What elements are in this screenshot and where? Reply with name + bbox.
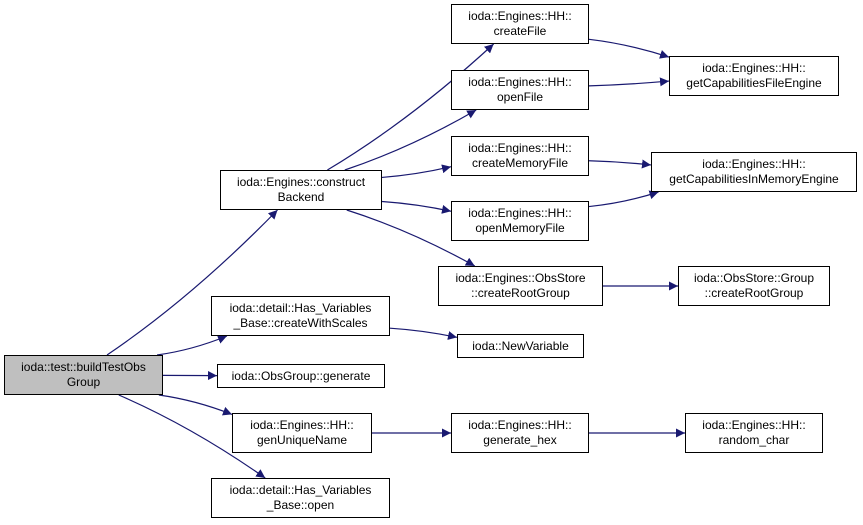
node-label-line: ioda::Engines::HH:: — [702, 61, 806, 75]
edge-build_test_obs_group-to-gen_unique_name — [158, 394, 233, 416]
node-label-line: Group — [66, 375, 101, 389]
node-random-char[interactable]: ioda::Engines::HH:: random_char — [685, 413, 823, 453]
node-label-line: createMemoryFile — [471, 156, 569, 170]
node-build-test-obs-group: ioda::test::buildTestObs Group — [4, 355, 163, 395]
node-label-line: ioda::ObsGroup::generate — [231, 368, 371, 383]
node-label-line: ioda::Engines::HH:: — [468, 9, 572, 23]
edge-construct_backend-to-open_file — [344, 109, 477, 171]
node-label-line: ::createRootGroup — [471, 286, 570, 300]
edge-construct_backend-to-open_memory_file — [381, 200, 452, 214]
node-has-variables-open[interactable]: ioda::detail::Has_Variables _Base::open — [211, 478, 390, 518]
node-construct-backend[interactable]: ioda::Engines::construct Backend — [220, 170, 382, 210]
node-label-line: createFile — [493, 24, 547, 38]
node-new-variable[interactable]: ioda::NewVariable — [457, 334, 584, 358]
node-label-line: genUniqueName — [256, 433, 348, 447]
edge-construct_backend-to-obsstore_create_root_group — [346, 209, 476, 267]
node-label-line: ioda::Engines::HH:: — [468, 141, 572, 155]
node-create-memory-file[interactable]: ioda::Engines::HH:: createMemoryFile — [451, 136, 589, 176]
edge-create_file-to-get_capabilities_file_engine — [588, 38, 670, 59]
node-create-with-scales[interactable]: ioda::detail::Has_Variables _Base::creat… — [211, 296, 390, 336]
node-label-line: _Base::open — [266, 498, 335, 512]
node-label-line: ioda::Engines::HH:: — [468, 75, 572, 89]
edge-open_memory_file-to-get_capabilities_in_memory_engine — [588, 190, 659, 208]
node-label-line: ioda::detail::Has_Variables — [229, 301, 372, 315]
node-label-line: ioda::NewVariable — [472, 338, 569, 353]
node-label-line: generate_hex — [483, 433, 557, 447]
node-open-memory-file[interactable]: ioda::Engines::HH:: openMemoryFile — [451, 201, 589, 241]
node-create-file[interactable]: ioda::Engines::HH:: createFile — [451, 4, 589, 44]
node-label-line: getCapabilitiesInMemoryEngine — [669, 172, 839, 186]
node-label-line: openMemoryFile — [475, 221, 565, 235]
edge-build_test_obs_group-to-construct_backend — [106, 209, 278, 356]
edge-create_with_scales-to-new_variable — [389, 327, 458, 340]
node-label-line: ioda::ObsStore::Group — [693, 271, 815, 285]
edge-build_test_obs_group-to-create_with_scales — [156, 335, 228, 356]
node-get-capabilities-in-memory-engine[interactable]: ioda::Engines::HH:: getCapabilitiesInMem… — [651, 152, 857, 192]
node-generate-hex[interactable]: ioda::Engines::HH:: generate_hex — [451, 413, 589, 453]
node-label-line: ioda::Engines::construct — [236, 175, 366, 189]
node-label-line: ioda::detail::Has_Variables — [229, 483, 372, 497]
edge-construct_backend-to-create_memory_file — [381, 164, 452, 179]
node-label-line: ioda::Engines::ObsStore — [455, 271, 586, 285]
node-obsstore-create-root-group[interactable]: ioda::Engines::ObsStore ::createRootGrou… — [438, 266, 603, 306]
edge-open_file-to-get_capabilities_file_engine — [588, 77, 670, 87]
node-label-line: getCapabilitiesFileEngine — [686, 76, 822, 90]
node-label-line: ioda::Engines::HH:: — [250, 418, 354, 432]
edge-construct_backend-to-create_file — [327, 43, 495, 171]
node-label-line: ioda::Engines::HH:: — [468, 206, 572, 220]
node-label-line: ioda::Engines::HH:: — [468, 418, 572, 432]
node-gen-unique-name[interactable]: ioda::Engines::HH:: genUniqueName — [232, 413, 372, 453]
node-label-line: openFile — [496, 90, 544, 104]
edge-build_test_obs_group-to-has_variables_open — [118, 394, 266, 479]
node-label-line: random_char — [718, 433, 790, 447]
node-obsgroup-generate[interactable]: ioda::ObsGroup::generate — [217, 364, 385, 388]
node-label-line: Backend — [277, 190, 325, 204]
node-open-file[interactable]: ioda::Engines::HH:: openFile — [451, 70, 589, 110]
edge-create_memory_file-to-get_capabilities_in_memory_engine — [588, 159, 652, 169]
node-label-line: ioda::test::buildTestObs — [21, 360, 146, 374]
node-group-create-root-group[interactable]: ioda::ObsStore::Group ::createRootGroup — [678, 266, 830, 306]
node-label-line: ioda::Engines::HH:: — [702, 157, 806, 171]
node-label-line: ::createRootGroup — [704, 286, 804, 300]
node-label-line: ioda::Engines::HH:: — [702, 418, 806, 432]
node-get-capabilities-file-engine[interactable]: ioda::Engines::HH:: getCapabilitiesFileE… — [669, 56, 839, 96]
node-label-line: _Base::createWithScales — [233, 316, 368, 330]
